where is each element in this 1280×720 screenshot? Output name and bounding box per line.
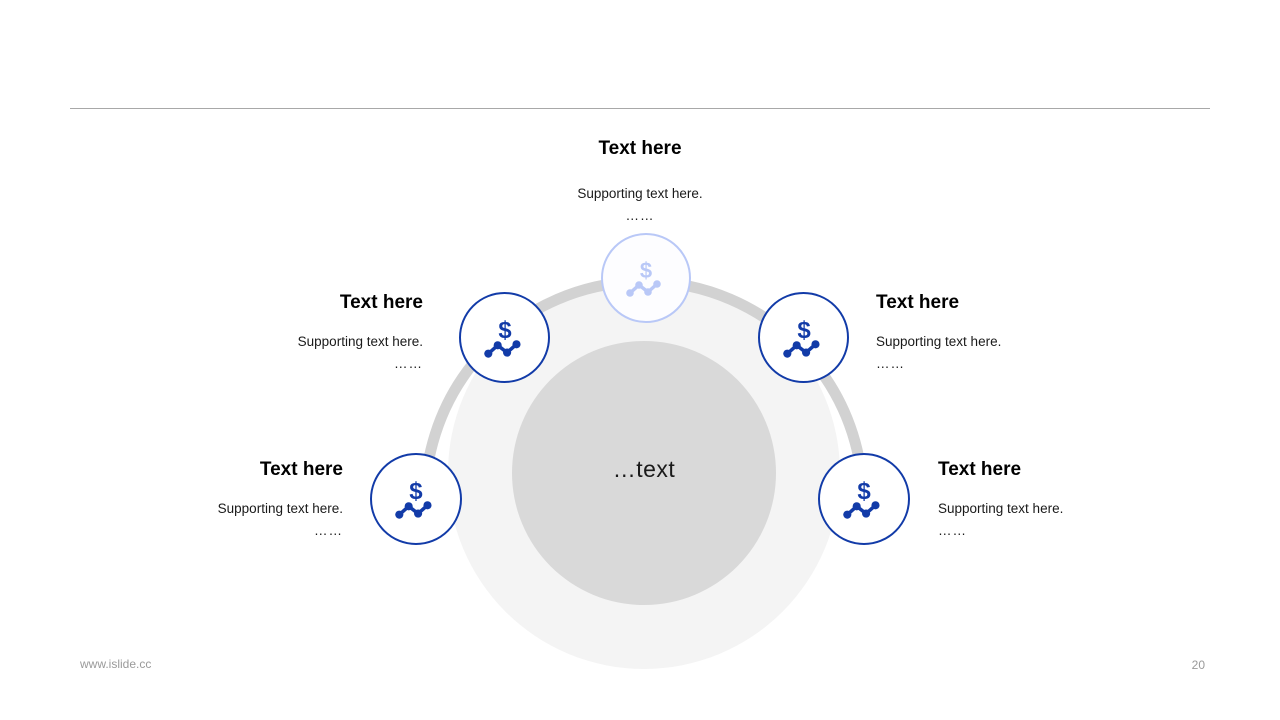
node-circle-right-upper[interactable]: $ [758, 292, 849, 383]
dollar-line-chart-icon: $ [626, 258, 661, 297]
text-block-subtitle: Supporting text here. [577, 185, 703, 201]
text-block-title: Text here [876, 292, 960, 313]
text-block-dots: …… [314, 523, 343, 539]
text-block-title: Text here [259, 459, 343, 480]
text-block-title: Text here [598, 138, 682, 159]
text-block-subtitle: Supporting text here. [217, 500, 343, 516]
text-block-subtitle: Supporting text here. [297, 333, 423, 349]
text-block-dots: …… [876, 356, 905, 372]
text-block-left-upper: Text here Supporting text here. …… [163, 292, 423, 371]
node-circle-right-lower[interactable]: $ [818, 453, 910, 545]
footer-website[interactable]: www.islide.cc [80, 657, 152, 671]
node-circle-top[interactable]: $ [601, 233, 691, 323]
text-block-title: Text here [339, 292, 423, 313]
svg-text:$: $ [857, 478, 871, 505]
text-block-title: Text here [938, 459, 1022, 480]
text-block-top: Text here Supporting text here. …… [510, 138, 770, 223]
node-circle-left-upper[interactable]: $ [459, 292, 550, 383]
node-circle-left-lower[interactable]: $ [370, 453, 462, 545]
dollar-line-chart-icon: $ [843, 478, 880, 519]
footer-page-number: 20 [1191, 658, 1205, 672]
center-label: …text [612, 456, 676, 482]
svg-text:$: $ [498, 317, 512, 344]
header-divider [70, 108, 1210, 109]
svg-text:$: $ [640, 258, 652, 283]
text-block-left-lower: Text here Supporting text here. …… [83, 459, 343, 538]
text-block-dots: …… [625, 208, 655, 224]
text-block-right-upper: Text here Supporting text here. …… [876, 292, 1136, 371]
text-block-dots: …… [938, 523, 967, 539]
text-block-right-lower: Text here Supporting text here. …… [938, 459, 1198, 538]
text-block-subtitle: Supporting text here. [938, 500, 1064, 516]
text-block-dots: …… [394, 356, 423, 372]
svg-text:$: $ [797, 317, 811, 344]
dollar-line-chart-icon: $ [782, 317, 820, 358]
dollar-line-chart-icon: $ [483, 317, 521, 358]
dollar-line-chart-icon: $ [395, 478, 432, 519]
text-block-subtitle: Supporting text here. [876, 333, 1002, 349]
svg-text:$: $ [409, 478, 423, 505]
